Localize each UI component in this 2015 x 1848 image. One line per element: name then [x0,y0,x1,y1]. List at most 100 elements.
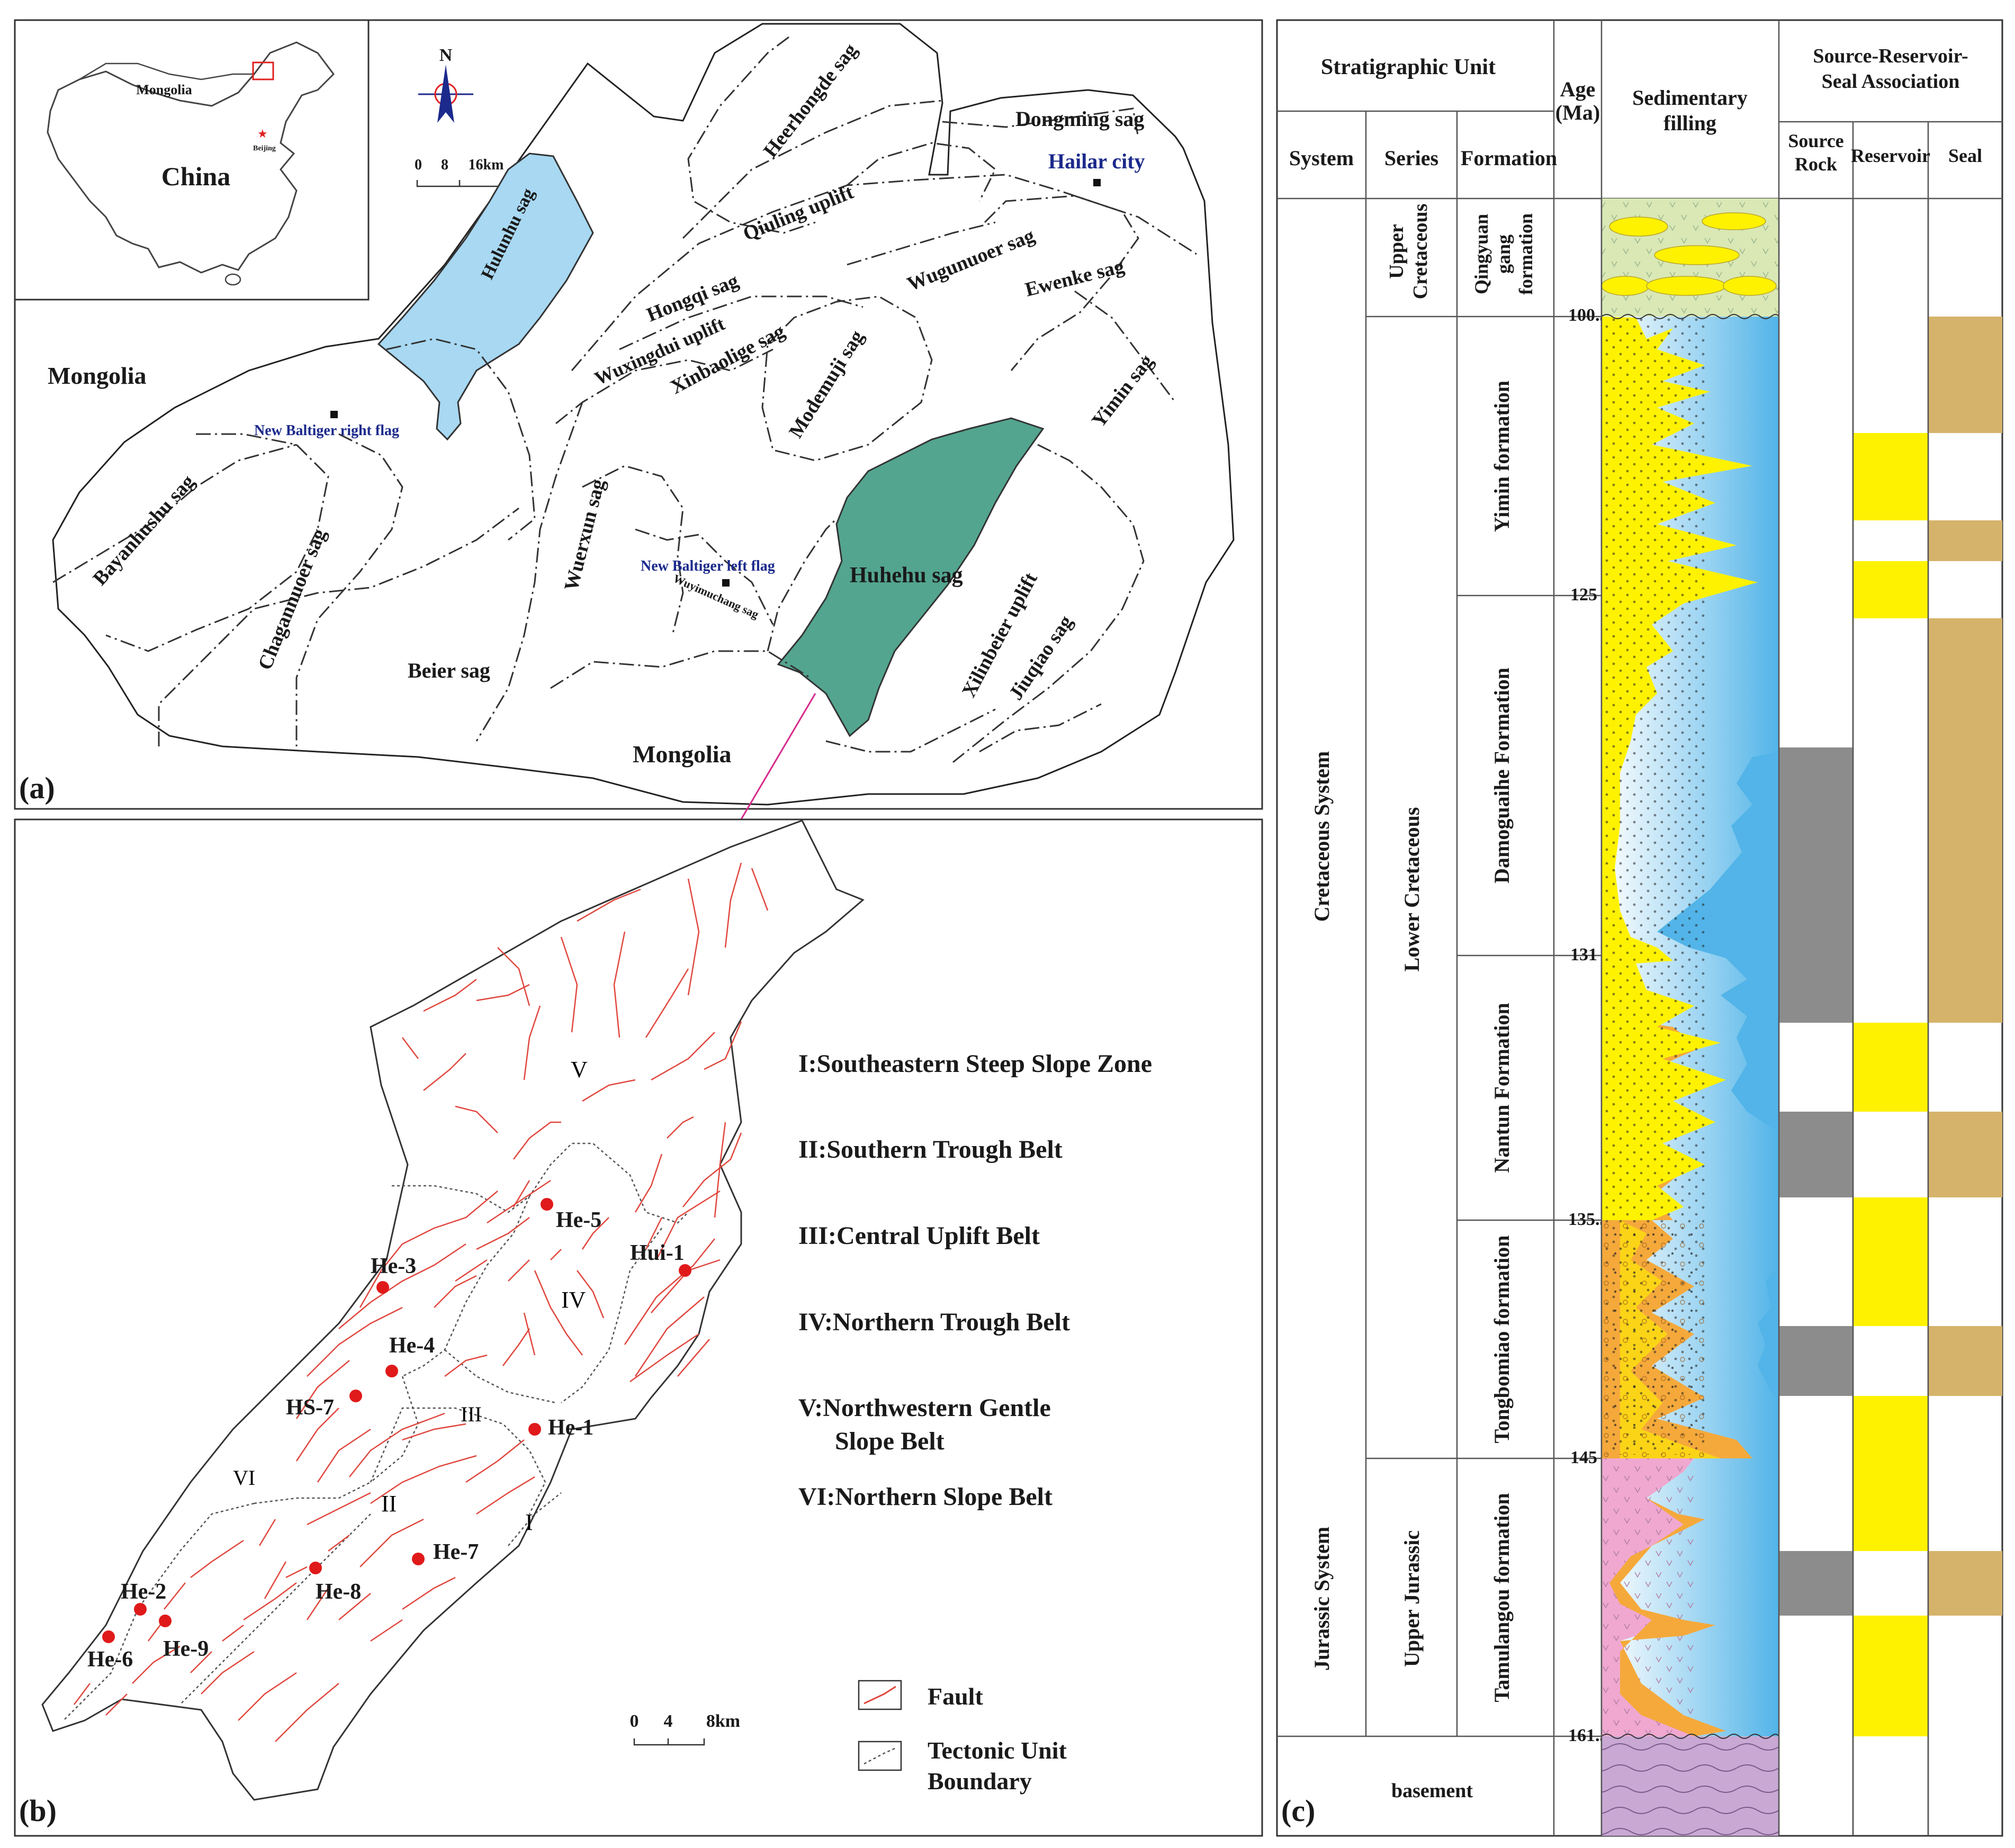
well-hs-7: HS-7 [286,1395,334,1420]
series-upper-cretaceous-1: Upper [1386,224,1408,279]
label-mongolia-west: Mongolia [48,362,147,389]
well-he-1-dot [528,1423,541,1436]
hulunhu-lake [377,152,594,441]
scale-bar-b: 0 4 8km [630,1711,740,1746]
unit-iii: III [461,1402,482,1426]
north-label: N [439,46,453,65]
formation-qingyuan-3: formation [1515,213,1536,295]
source-rock-column [1779,747,1853,1616]
formation-qingyuan-2: gang [1493,235,1514,274]
panel-a-letter: (a) [19,771,55,805]
panel-c: Stratigraphic Unit System Series Formati… [1276,19,2003,1837]
header-age-1: Age [1560,77,1596,101]
header-system: System [1289,146,1354,170]
header-source-2: Rock [1795,154,1837,175]
label-left-flag: New Baltiger left flag [641,558,775,574]
well-he-3: He-3 [371,1254,416,1278]
scale-a-8: 8 [441,157,448,173]
header-sed-1: Sedimentary [1632,86,1748,110]
header-srs-2: Seal Association [1822,70,1960,93]
scale-a-16: 16km [469,157,504,173]
well-he-4-dot [385,1365,398,1377]
well-he-5: He-5 [556,1208,601,1232]
reservoir-6 [1853,1616,1928,1736]
unit-iv: IV [561,1287,586,1313]
header-seal: Seal [1948,145,1982,166]
wells: He-5 He-3 Hui-1 He-4 HS-7 He-1 He-7 He-8… [87,1198,691,1672]
scale-a-0: 0 [415,157,422,173]
well-he-3-dot [376,1281,389,1294]
well-he-8-dot [309,1562,322,1574]
scale-b-8: 8km [706,1711,740,1731]
fault-legend-box [858,1680,902,1710]
source-tamulangou [1779,1551,1853,1616]
legend-unit-i: I:Southeastern Steep Slope Zone [798,1050,1152,1078]
scale-bar-a: 0 8 16km [415,157,506,187]
fault-legend-icon [863,1685,896,1705]
seal-5 [1928,1326,2002,1396]
formation-tamulangou: Tamulangou formation [1490,1493,1514,1702]
hainan-island [224,273,241,286]
inset-frame [14,19,370,301]
header-strat-unit: Stratigraphic Unit [1321,55,1496,79]
panel-b: V IV III II I VI He-5 He-3 Hui-1 He-4 HS… [14,818,1263,1837]
seal-column [1928,317,2002,1616]
well-he-6-dot [102,1630,115,1643]
source-tongbomiao [1779,1326,1853,1396]
deep-lake-damoguaihe [1657,752,1779,1133]
legend-unit-ii: II:Southern Trough Belt [798,1135,1063,1164]
tamulangou-gravel [1609,1498,1726,1736]
reservoir-5 [1853,1396,1928,1551]
reservoir-4 [1853,1197,1928,1326]
age-131: 131 [1570,945,1597,964]
age-145: 145 [1570,1448,1597,1467]
label-mongolia-south: Mongolia [633,741,732,768]
unit-legend: I:Southeastern Steep Slope Zone II:South… [798,1050,1152,1511]
label-hailar: Hailar city [1048,149,1145,173]
legend-unit-v-cont: Slope Belt [835,1427,944,1455]
legend-unit-vi: VI:Northern Slope Belt [798,1483,1053,1511]
beijing-star-icon: ★ [257,127,268,140]
formation-damoguaihe: Damoguaihe Formation [1490,668,1514,884]
boundary-legend-label-2: Boundary [928,1768,1032,1795]
formation-nantun: Nantun Formation [1490,1003,1514,1173]
sag-boundaries [52,36,1197,763]
label-dongming: Dongming sag [1015,107,1144,131]
study-area-box [252,61,274,80]
well-he-5-dot [541,1198,553,1211]
series-lower-cretaceous: Lower Cretaceous [1400,807,1424,972]
well-he-4: He-4 [389,1333,435,1358]
system-jurassic: Jurassic System [1310,1527,1334,1671]
label-beier: Beier sag [408,659,490,682]
panel-c-letter: (c) [1281,1793,1315,1828]
reservoir-3 [1853,1023,1928,1112]
well-he-2-dot [134,1603,147,1616]
huhehu-outline [41,819,865,1801]
header-reservoir: Reservoir [1851,145,1930,166]
series-upper-cretaceous-2: Cretaceous [1409,204,1432,300]
source-nantun [1779,1112,1853,1197]
reservoir-1 [1853,433,1928,520]
inset-map: Mongolia China ★ Beijing [14,19,370,301]
unit-ii: II [381,1491,397,1517]
header-age-2: (Ma) [1555,101,1600,124]
label-right-flag: New Baltiger right flag [254,422,399,439]
boundary-legend-label-1: Tectonic Unit [928,1737,1067,1764]
sedimentary-column [1601,199,1779,1836]
label-huhehu: Huhehu sag [850,563,963,588]
inset-beijing-label: Beijing [253,145,276,152]
left-flag-marker [722,579,730,587]
unit-vi: VI [233,1466,255,1490]
well-he-9: He-9 [163,1637,209,1661]
boundary-legend-icon [863,1747,896,1765]
well-he-2: He-2 [121,1580,166,1604]
deep-lake-tongbomiao [1758,1265,1779,1403]
source-damoguaihe [1779,747,1853,1023]
huhehu-sag-area [777,417,1045,737]
unconformity-base [1601,1734,1779,1739]
header-series: Series [1384,146,1438,170]
scale-b-0: 0 [630,1711,639,1731]
gravel-ring-overlay [1602,1220,1707,1458]
right-flag-marker [330,411,338,418]
